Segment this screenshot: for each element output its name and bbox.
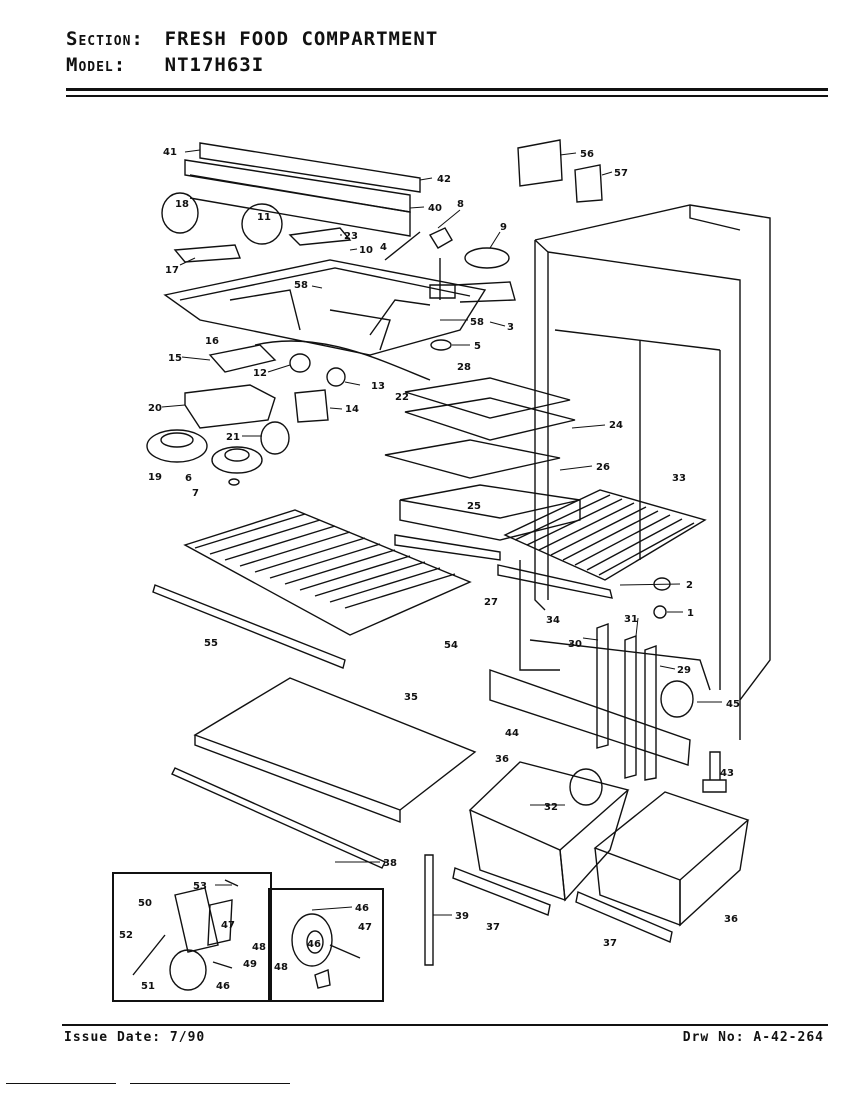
- callout-40: 40: [428, 203, 442, 214]
- callout-20: 20: [148, 403, 162, 414]
- callout-22: 22: [395, 392, 409, 403]
- callout-46-roller: 46: [307, 939, 321, 950]
- callout-11: 11: [257, 212, 271, 223]
- callout-4: 4: [380, 242, 387, 253]
- callout-24: 24: [609, 420, 623, 431]
- callout-57: 57: [614, 168, 628, 179]
- callout-48-inset-left: 48: [252, 942, 266, 953]
- callout-48-inset-right: 48: [274, 962, 288, 973]
- callout-26: 26: [596, 462, 610, 473]
- callout-17: 17: [165, 265, 179, 276]
- callout-49: 49: [243, 959, 257, 970]
- header-rule-top: [66, 88, 828, 91]
- callout-38: 38: [383, 858, 397, 869]
- detail-circle-11: [241, 203, 283, 245]
- callout-42: 42: [437, 174, 451, 185]
- callout-37-left: 37: [486, 922, 500, 933]
- roller-inset-right: [268, 888, 384, 1002]
- section-key: Section:: [66, 28, 144, 50]
- section-title: FRESH FOOD COMPARTMENT: [164, 28, 439, 50]
- callout-21: 21: [226, 432, 240, 443]
- callout-16: 16: [205, 336, 219, 347]
- callout-29: 29: [677, 665, 691, 676]
- callout-53: 53: [193, 881, 207, 892]
- control-housing: [163, 142, 487, 356]
- callout-19: 19: [148, 472, 162, 483]
- callout-31: 31: [624, 614, 638, 625]
- callout-37-right: 37: [603, 938, 617, 949]
- scan-edge-left: [6, 1083, 116, 1084]
- callout-3: 3: [507, 322, 514, 333]
- callout-32: 32: [544, 802, 558, 813]
- callout-33: 33: [672, 473, 686, 484]
- callout-8: 8: [457, 199, 464, 210]
- callout-39: 39: [455, 911, 469, 922]
- callout-7: 7: [192, 488, 199, 499]
- callout-36-left: 36: [495, 754, 509, 765]
- part-callouts: 41 42 40 8 9 56 57 18 11 23 10 4 17 58 1…: [119, 147, 740, 992]
- callout-25: 25: [467, 501, 481, 512]
- callout-46-inset-left: 46: [216, 981, 230, 992]
- header-rule-bottom: [66, 95, 828, 97]
- callout-58-lower: 58: [470, 317, 484, 328]
- callout-43: 43: [720, 768, 734, 779]
- leader-lines: [161, 149, 722, 916]
- callout-47-inset-right: 47: [358, 922, 372, 933]
- callout-34: 34: [546, 615, 560, 626]
- section-line: Section: FRESH FOOD COMPARTMENT: [66, 28, 438, 50]
- callout-52: 52: [119, 930, 133, 941]
- callout-47-inset-left: 47: [221, 920, 235, 931]
- callout-14: 14: [345, 404, 359, 415]
- issue-date: Issue Date: 7/90: [64, 1030, 206, 1045]
- drawing-number: Drw No: A-42-264: [682, 1030, 824, 1045]
- callout-58-upper: 58: [294, 280, 308, 291]
- fan-blade: [464, 247, 510, 269]
- model-number: NT17H63I: [164, 54, 265, 76]
- callout-41: 41: [163, 147, 177, 158]
- diagram-linework: [132, 139, 771, 991]
- callout-35: 35: [404, 692, 418, 703]
- callout-13: 13: [371, 381, 385, 392]
- callout-1: 1: [687, 608, 694, 619]
- detail-circle-18: [161, 192, 199, 234]
- callout-10: 10: [359, 245, 373, 256]
- model-line: Model: NT17H63I: [66, 54, 264, 76]
- callout-27: 27: [484, 597, 498, 608]
- cabinet-liner: [519, 204, 771, 740]
- callout-30: 30: [568, 639, 582, 650]
- footer-rule: [62, 1024, 828, 1026]
- callout-56: 56: [580, 149, 594, 160]
- model-key: Model:: [66, 54, 127, 76]
- callout-9: 9: [500, 222, 507, 233]
- callout-54: 54: [444, 640, 458, 651]
- right-wire-shelf: [503, 489, 707, 581]
- left-wire-shelf: [183, 509, 472, 636]
- callout-12: 12: [253, 368, 267, 379]
- callout-6: 6: [185, 473, 192, 484]
- scan-edge-mid: [130, 1083, 290, 1084]
- callout-44: 44: [505, 728, 519, 739]
- callout-46-inset-right: 46: [355, 903, 369, 914]
- callout-2: 2: [686, 580, 693, 591]
- callout-28: 28: [457, 362, 471, 373]
- callout-15: 15: [168, 353, 182, 364]
- hinge-inset-left: [112, 872, 272, 1002]
- callout-23: 23: [344, 231, 358, 242]
- callout-5: 5: [474, 341, 481, 352]
- callout-45: 45: [726, 699, 740, 710]
- callout-50: 50: [138, 898, 152, 909]
- callout-36-right: 36: [724, 914, 738, 925]
- callout-18: 18: [175, 199, 189, 210]
- callout-55: 55: [204, 638, 218, 649]
- callout-51: 51: [141, 981, 155, 992]
